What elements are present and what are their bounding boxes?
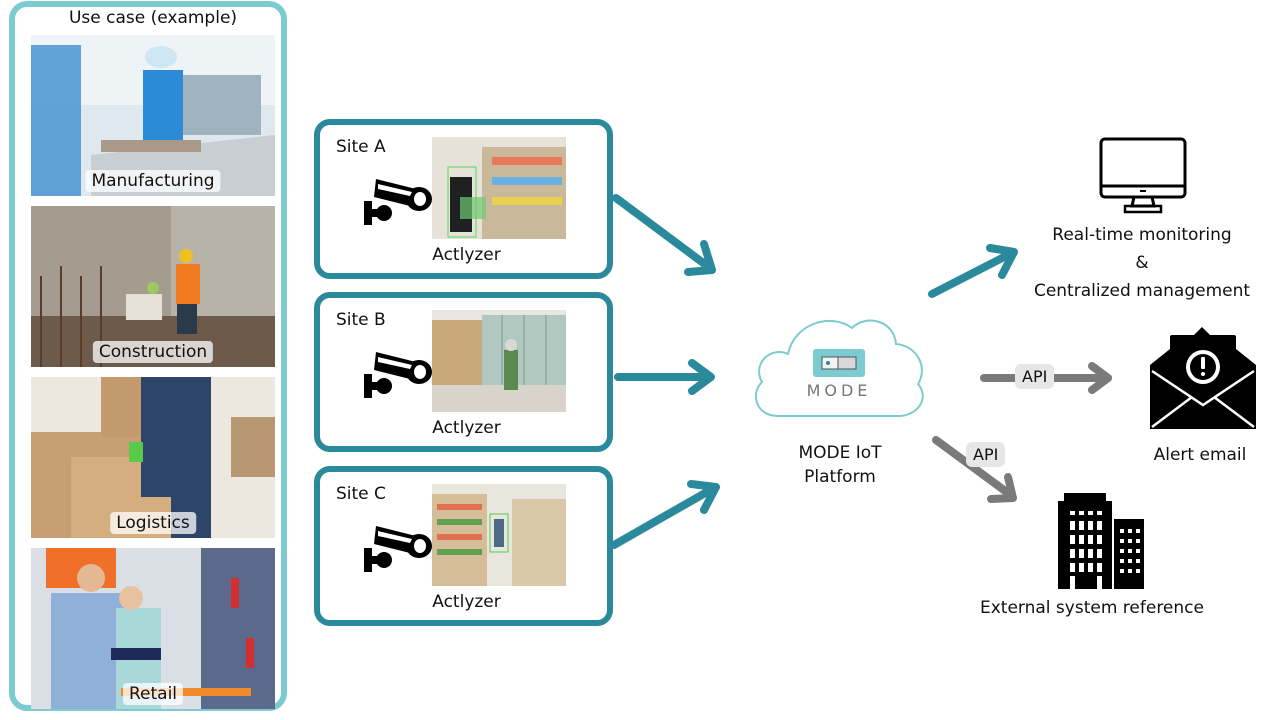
- site-b-box: Site B Actlyzer: [314, 292, 613, 452]
- site-c-box: Site C Actlyzer: [314, 466, 613, 626]
- usecase-manufacturing-image: Manufacturing: [31, 35, 275, 196]
- site-b-label: Actlyzer: [432, 418, 501, 438]
- monitoring-label-line1: Real-time monitoring: [1052, 225, 1232, 245]
- usecase-construction-image: Construction: [31, 206, 275, 367]
- manufacturing-photo: [31, 35, 275, 196]
- site-a-box: Site A Actlyzer: [314, 119, 613, 279]
- platform-label-line1: MODE IoT: [798, 443, 882, 463]
- site-b-title: Site B: [336, 310, 386, 330]
- platform-label-line2: Platform: [804, 467, 876, 487]
- usecase-label-construction: Construction: [92, 341, 214, 363]
- site-c-camera-feed: [432, 484, 566, 586]
- usecase-title: Use case (example): [68, 8, 238, 28]
- construction-photo: [31, 206, 275, 367]
- building-icon: [1058, 493, 1144, 589]
- arrow-platform-to-external: [932, 436, 1017, 503]
- arrow-site-b-to-platform: [614, 359, 715, 395]
- monitoring-label-line2: &: [1135, 253, 1149, 273]
- usecase-logistics-image: Logistics: [31, 377, 275, 538]
- usecase-label-manufacturing: Manufacturing: [85, 170, 221, 192]
- mode-cloud-icon: [754, 319, 924, 417]
- alert-email-label: Alert email: [1153, 445, 1247, 465]
- site-a-title: Site A: [336, 137, 386, 157]
- api-tag-alert: API: [1015, 364, 1055, 389]
- monitoring-label-line3: Centralized management: [1033, 281, 1251, 301]
- alert-email-icon: [1150, 327, 1256, 429]
- site-b-camera-feed: [432, 310, 566, 412]
- site-c-label: Actlyzer: [432, 592, 501, 612]
- site-a-camera-feed: [432, 137, 566, 239]
- usecase-retail-image: Retail: [31, 548, 275, 709]
- arrow-site-a-to-platform: [612, 194, 716, 276]
- api-tag-external: API: [966, 442, 1006, 467]
- monitoring-label: Real-time monitoring & Centralized manag…: [1010, 221, 1274, 305]
- usecase-label-retail: Retail: [122, 683, 184, 705]
- mode-logo-text: MODE: [806, 381, 872, 400]
- external-system-label: External system reference: [980, 598, 1204, 618]
- arrow-platform-to-monitoring: [928, 244, 1018, 298]
- platform-label: MODE IoT Platform: [760, 441, 920, 489]
- monitor-icon: [1099, 137, 1187, 214]
- site-c-title: Site C: [336, 484, 386, 504]
- arrow-site-c-to-platform: [610, 480, 720, 549]
- usecase-label-logistics: Logistics: [110, 512, 196, 534]
- site-a-label: Actlyzer: [432, 245, 501, 265]
- logistics-photo: [31, 377, 275, 538]
